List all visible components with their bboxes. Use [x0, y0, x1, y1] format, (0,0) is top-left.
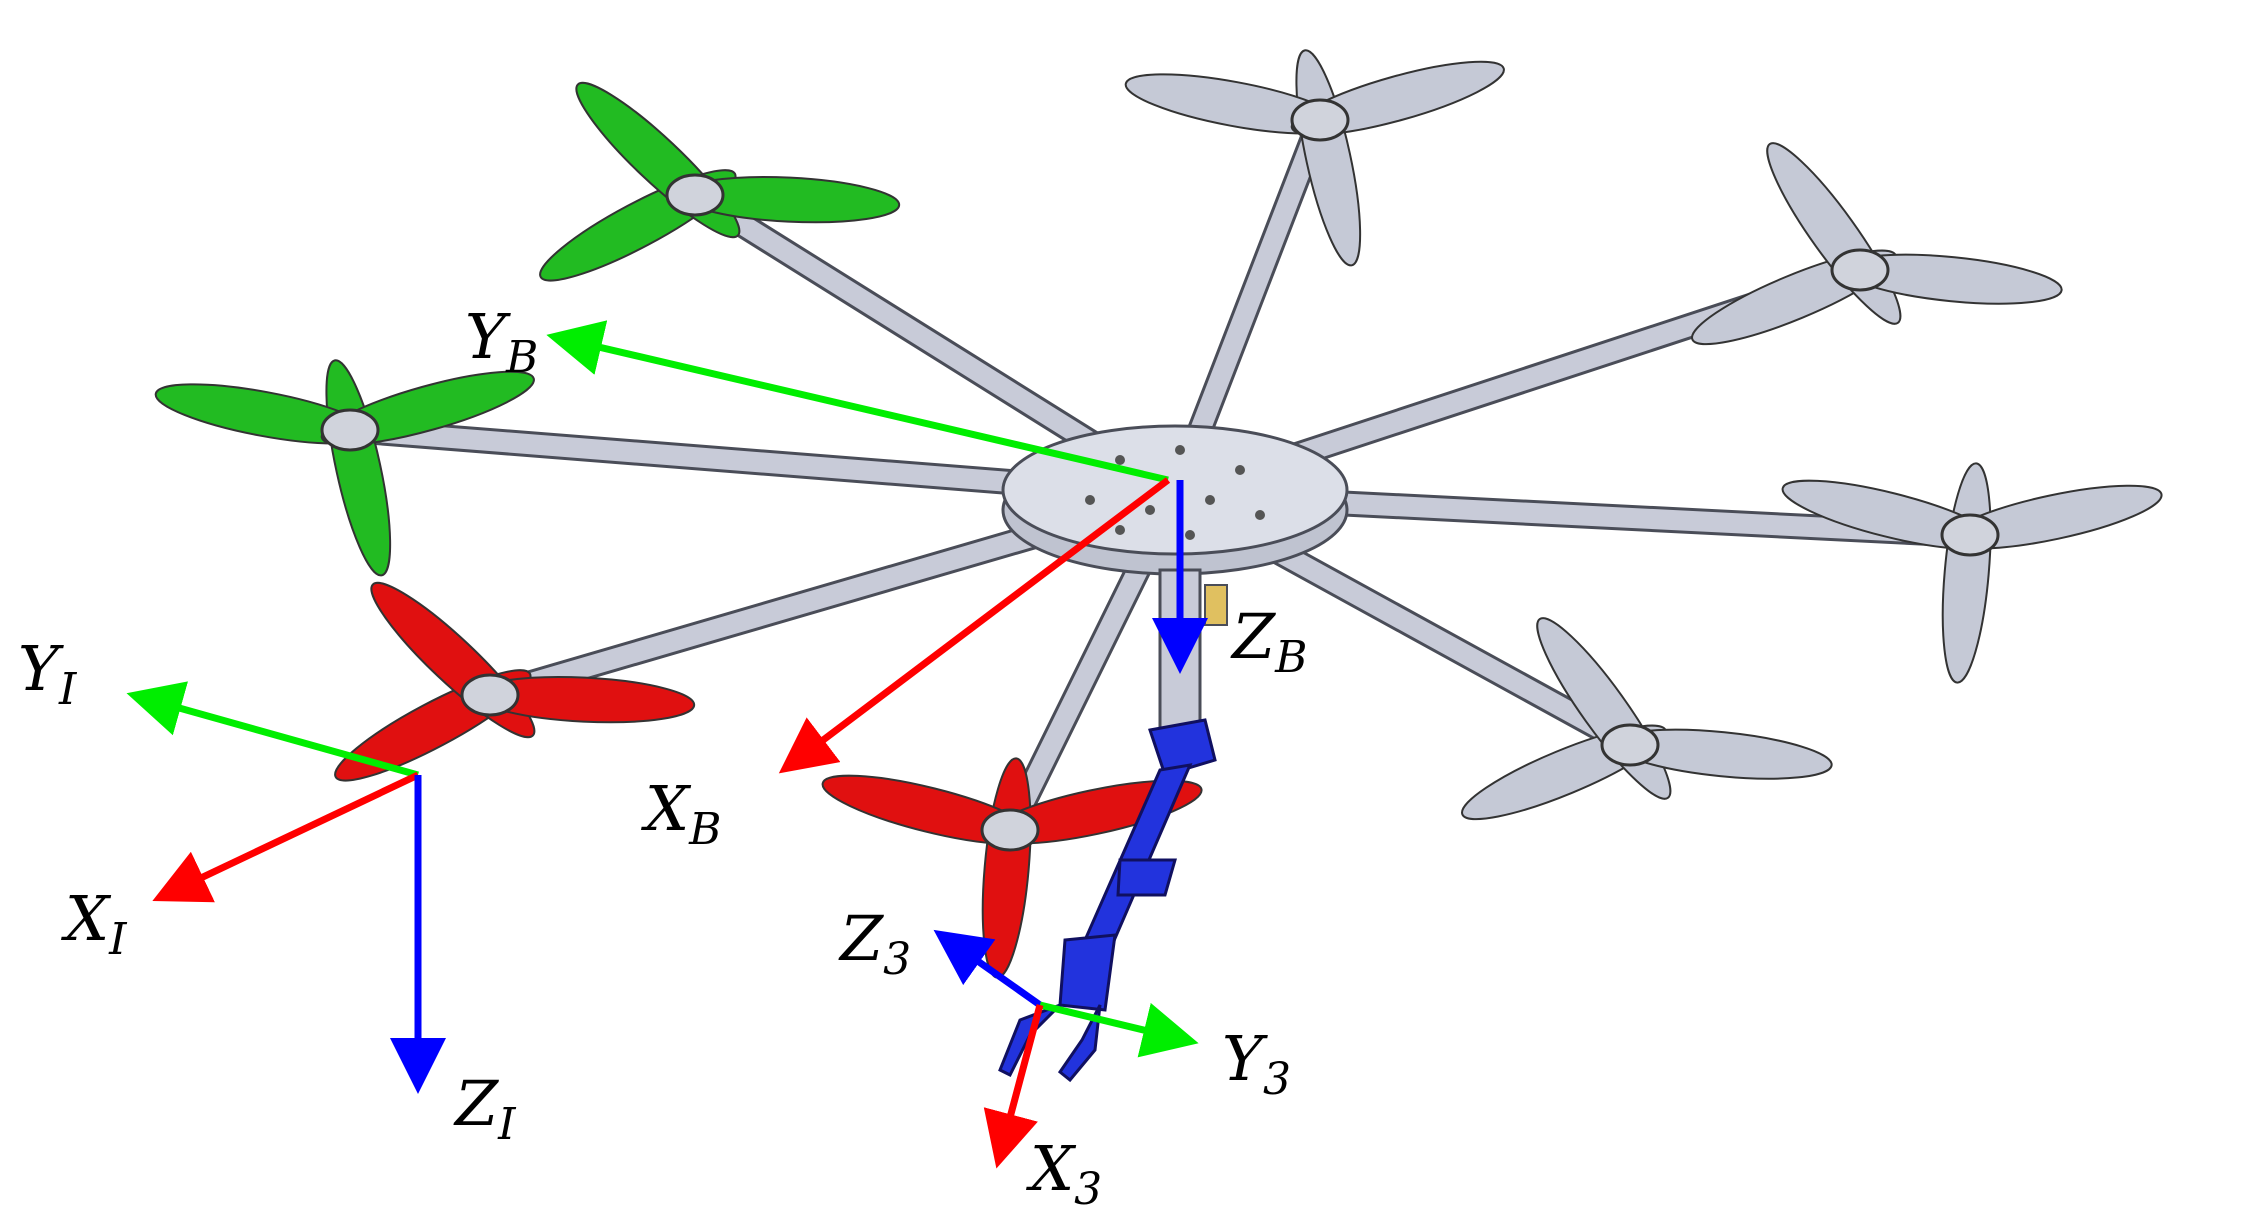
motor-hub: [1830, 248, 1890, 292]
propeller-blade: [325, 359, 392, 577]
rotor-back: [1124, 49, 1505, 267]
inertial-y-label: YI: [18, 632, 78, 715]
rotor-right-upper: [1691, 142, 2063, 346]
rotor-right-lower: [1461, 617, 1833, 821]
motor-hub: [1290, 98, 1350, 142]
motor-hub: [1940, 513, 2000, 557]
ee-z-label: Z3: [838, 902, 911, 985]
inertial-y-arrow: [126, 681, 419, 779]
inertial-x-label: XI: [61, 882, 128, 965]
body-y-arrow: [546, 320, 1169, 484]
ee-x-label: X3: [1026, 1132, 1102, 1215]
ee-y-arrow: [1039, 1001, 1199, 1058]
inertial-x-arrow: [152, 771, 420, 903]
body-x-arrow: [778, 477, 1171, 774]
frame-end-effector: [933, 929, 1199, 1169]
ee-z-arrow: [933, 929, 1043, 1008]
body-x-label: XB: [641, 772, 721, 855]
motor-hub: [460, 673, 520, 717]
rotor-right: [1781, 462, 2163, 684]
frame-inertial: [126, 681, 446, 1094]
plate-holes: [1085, 445, 1265, 540]
frame-body: [546, 320, 1208, 774]
motor-hub: [665, 173, 725, 217]
body-y-label: YB: [465, 300, 538, 383]
rotors: [154, 49, 2163, 979]
center-plate: [1001, 424, 1349, 576]
propeller-blade: [1941, 462, 1992, 684]
ee-y-label: Y3: [1222, 1022, 1291, 1105]
inertial-z-label: ZI: [453, 1067, 517, 1150]
body-z-label: ZB: [1230, 600, 1307, 683]
propeller-blade: [981, 757, 1032, 979]
rotor-front-left: [334, 581, 696, 782]
rotor-left: [154, 359, 535, 577]
rotor-left-upper: [539, 81, 901, 282]
motor-hub: [320, 408, 380, 452]
motor-hub: [980, 808, 1040, 852]
ee-x-arrow: [983, 1004, 1044, 1169]
motor-hub: [1600, 723, 1660, 767]
